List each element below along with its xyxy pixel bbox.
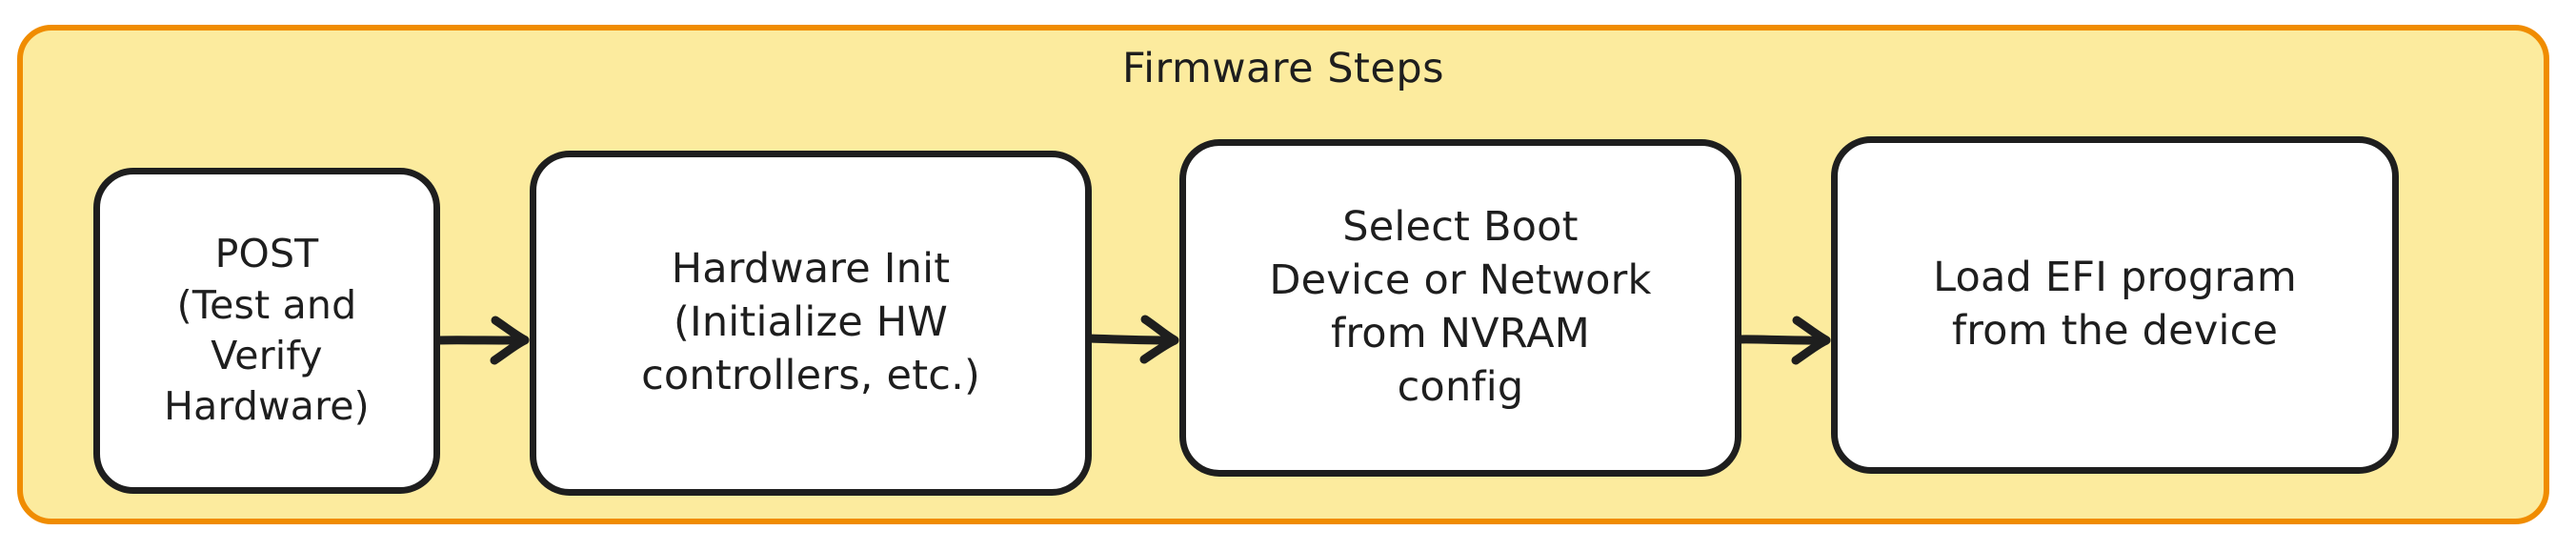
arrow-right-icon [1085, 315, 1179, 364]
edge-select-boot-device-to-load-efi-program [1735, 307, 1837, 374]
node-select-boot-device-label: Select Boot Device or Network from NVRAM… [1269, 203, 1652, 411]
edge-hardware-init-to-select-boot-device [1085, 307, 1185, 374]
arrow-right-icon [433, 316, 530, 365]
node-hardware-init-label: Hardware Init (Initialize HW controllers… [641, 245, 980, 399]
group-title: Firmware Steps [1121, 45, 1445, 92]
node-select-boot-device[interactable]: Select Boot Device or Network from NVRAM… [1179, 139, 1741, 477]
node-load-efi-program[interactable]: Load EFI program from the device [1831, 136, 2399, 474]
node-post[interactable]: POST (Test and Verify Hardware) [93, 168, 440, 494]
node-load-efi-program-label: Load EFI program from the device [1933, 254, 2297, 355]
edge-post-to-hardware-init [433, 307, 535, 374]
node-post-label: POST (Test and Verify Hardware) [164, 231, 370, 430]
arrow-right-icon [1735, 316, 1831, 365]
node-hardware-init[interactable]: Hardware Init (Initialize HW controllers… [530, 151, 1092, 496]
